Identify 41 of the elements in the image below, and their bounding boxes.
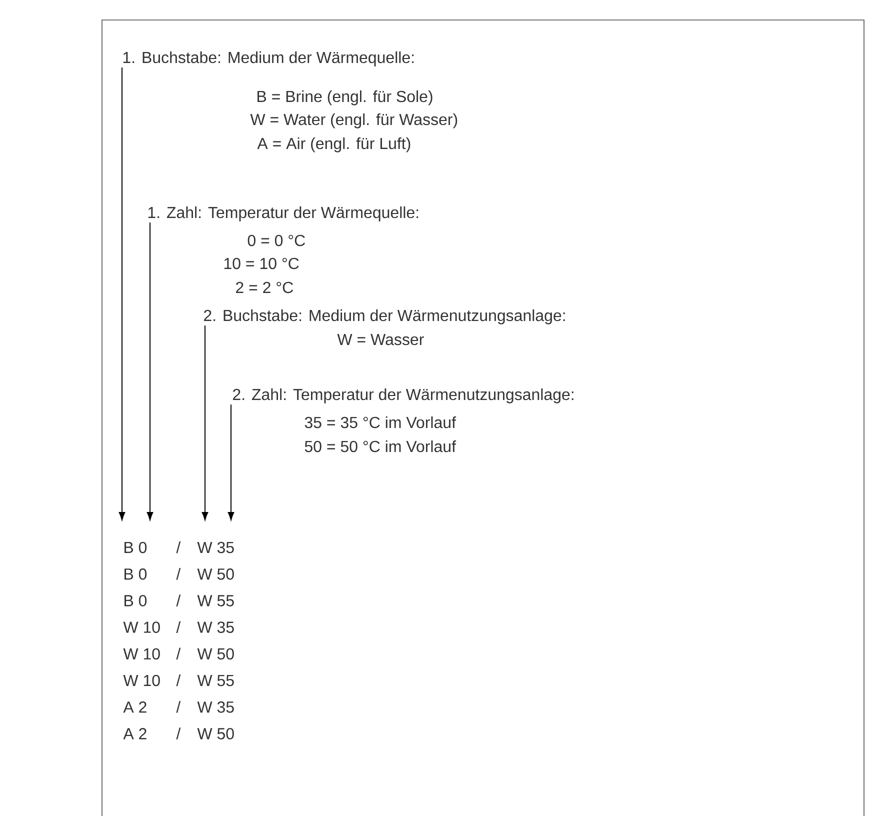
- legend-text: 10 = 10 °C: [224, 258, 299, 270]
- code-text: W 50: [197, 728, 234, 740]
- code-text: W 50: [197, 648, 234, 660]
- code-text: /: [176, 621, 181, 633]
- heading-text: 2. Buchstabe: Medium der Wärmenutzungsanlage:: [204, 309, 565, 324]
- heading-text: 1. Buchstabe: Medium der Wärmequelle:: [123, 51, 414, 66]
- code-text: W 10: [123, 674, 160, 686]
- code-text: A 2: [123, 701, 146, 713]
- code-text: W 10: [123, 648, 160, 660]
- code-text: /: [176, 701, 181, 713]
- arrow: [228, 404, 234, 520]
- legend-text: W = Water (engl. für Wasser): [250, 113, 458, 128]
- code-text: W 35: [197, 622, 234, 633]
- code-text: /: [176, 594, 181, 606]
- heading-text: 2. Zahl: Temperatur der Wärmenutzungsanlage:: [233, 388, 574, 404]
- legend-text: 50 = 50 °C im Vorlauf: [304, 440, 456, 452]
- code-text: W 50: [197, 568, 234, 580]
- legend-text: W = Wasser: [337, 334, 424, 346]
- heading-text: 1. Zahl: Temperatur der Wärmequelle:: [148, 206, 418, 222]
- code-text: W 55: [197, 674, 234, 686]
- code-text: /: [176, 648, 181, 660]
- legend-text: 35 = 35 °C im Vorlauf: [304, 416, 456, 428]
- legend-text: 2 = 2 °C: [236, 282, 294, 294]
- arrow: [146, 222, 154, 520]
- code-text: A 2: [123, 728, 146, 740]
- code-text: B 0: [124, 595, 147, 606]
- code-text: /: [176, 541, 181, 554]
- code-text: W 10: [123, 622, 160, 633]
- code-text: /: [176, 674, 181, 686]
- code-text: B 0: [124, 568, 147, 580]
- code-text: /: [176, 568, 181, 580]
- code-text: B 0: [124, 542, 147, 554]
- legend-text: 0 = 0 °C: [248, 234, 306, 246]
- code-text: W 55: [197, 595, 234, 606]
- legend-text: A = Air (engl. für Luft): [257, 137, 410, 152]
- code-text: W 35: [197, 701, 234, 713]
- code-text: W 35: [197, 542, 234, 554]
- legend-text: B = Brine (engl. für Sole): [258, 90, 432, 106]
- code-text: /: [176, 728, 181, 740]
- arrow: [202, 325, 208, 520]
- arrow: [118, 67, 126, 520]
